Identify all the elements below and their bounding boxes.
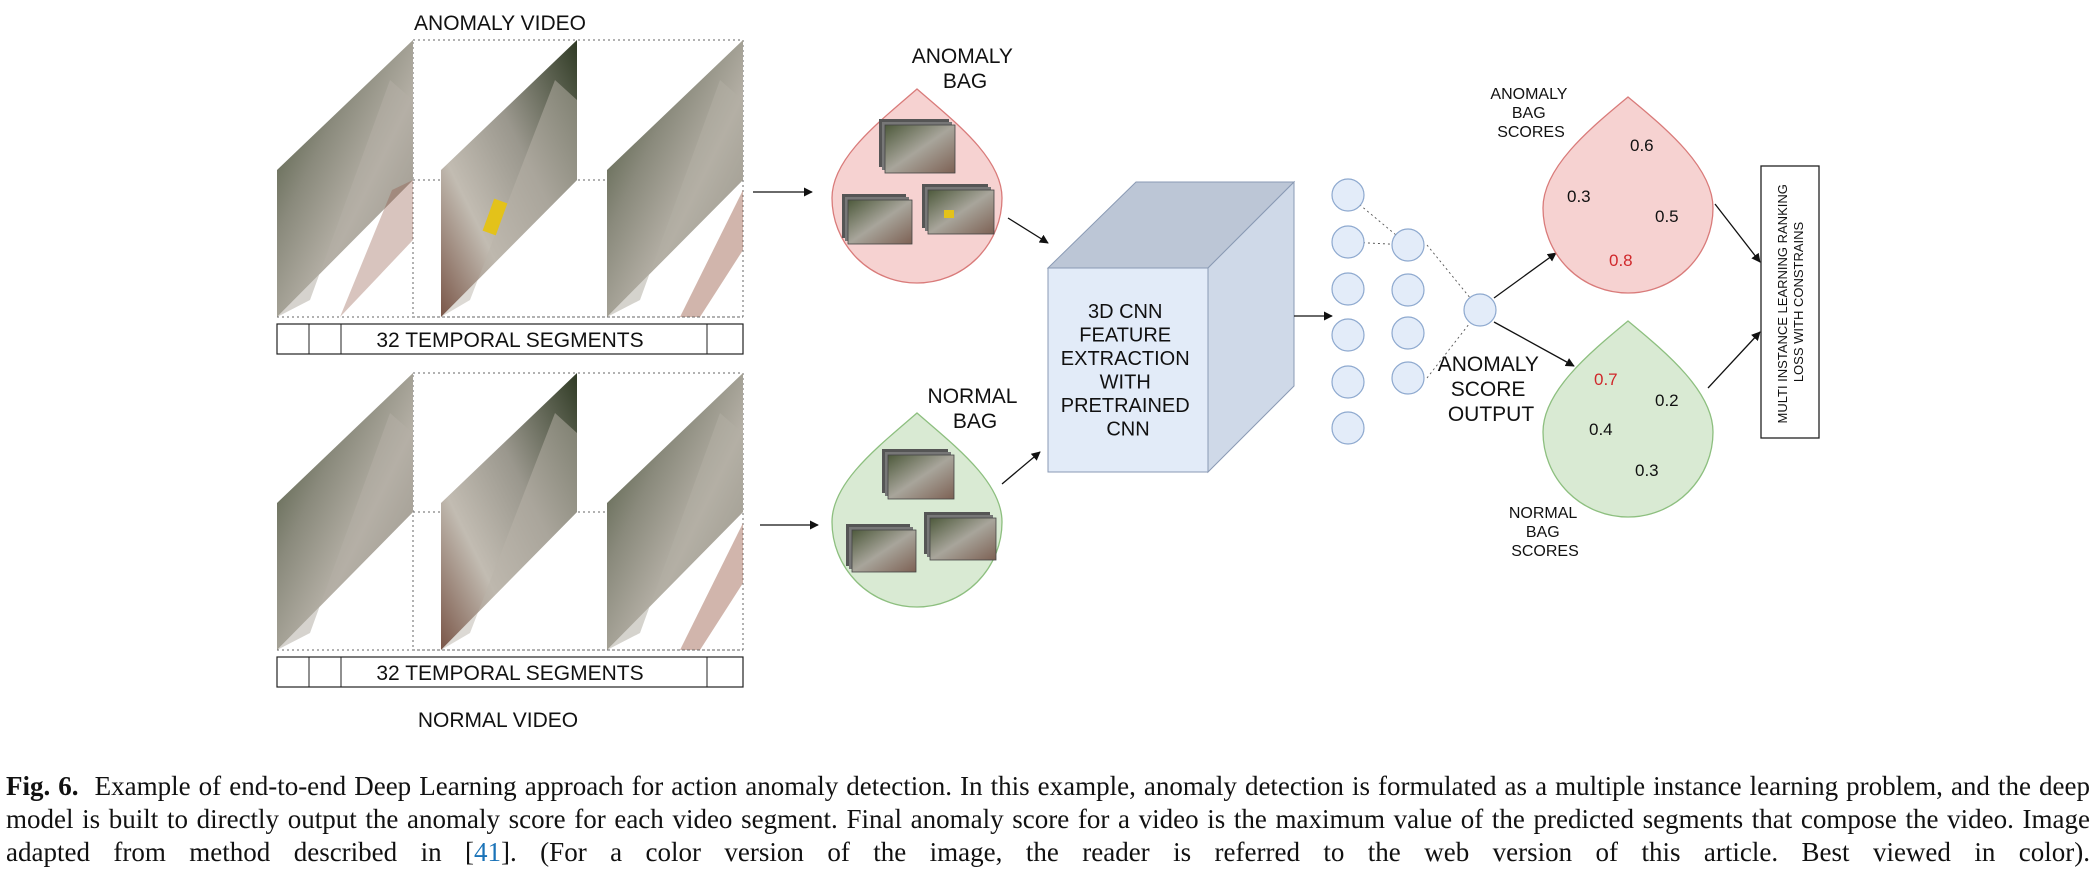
arrow — [1493, 321, 1575, 367]
neuron — [1331, 225, 1365, 259]
arrow — [1001, 451, 1041, 485]
neuron — [1391, 316, 1425, 350]
caption-text-end: ]. (For a color version of the image, th… — [501, 837, 2090, 867]
segments-label: 32 TEMPORAL SEGMENTS — [376, 329, 643, 352]
normal-bag-label-line: BAG — [953, 410, 997, 433]
neuron — [1331, 365, 1365, 399]
normal-bag-label: NORMAL BAG — [928, 385, 1023, 433]
thumbnail — [929, 517, 997, 561]
video-frame — [607, 373, 743, 650]
temporal-segments-bar: 32 TEMPORAL SEGMENTS — [276, 656, 744, 688]
neural-network — [1331, 178, 1497, 445]
normal-scores-title-line: BAG — [1526, 524, 1560, 541]
caption-text: Example of end-to-end Deep Learning appr… — [6, 771, 2090, 867]
loss-box: MULTI INSTANCE LEARNING RANKING LOSS WIT… — [1760, 165, 1820, 439]
arrow — [1493, 252, 1557, 299]
arrow — [1714, 203, 1761, 263]
anomaly-bag-label-line: ANOMALY — [912, 45, 1013, 68]
normal-score-value: 0.4 — [1589, 420, 1613, 439]
video-frame — [277, 373, 413, 650]
neuron — [1391, 228, 1425, 262]
normal-bag-label-line: NORMAL — [928, 385, 1017, 408]
neuron — [1331, 178, 1365, 212]
anomaly-scores-title-line: BAG — [1512, 105, 1546, 122]
video-frame — [441, 373, 577, 650]
cnn-label-line: PRETRAINED — [1061, 395, 1190, 417]
loss-label-line: MULTI INSTANCE LEARNING RANKING — [1775, 184, 1790, 423]
score-output-label-line: OUTPUT — [1448, 403, 1535, 426]
anomaly-bag-label: ANOMALY BAG — [912, 45, 1019, 93]
loss-label: MULTI INSTANCE LEARNING RANKING LOSS WIT… — [1775, 181, 1806, 424]
anomaly-bag-thumbnails — [842, 119, 995, 245]
arrow — [1707, 331, 1761, 389]
normal-bag-drop — [831, 412, 1003, 608]
normal-bag-thumbnails — [846, 449, 997, 573]
score-output-label-line: ANOMALY — [1438, 353, 1539, 376]
thumbnail — [847, 199, 913, 245]
normal-scores-title-line: NORMAL — [1509, 505, 1578, 522]
anomaly-bag-label-line: BAG — [943, 70, 987, 93]
normal-video-label: NORMAL VIDEO — [418, 709, 578, 732]
anomaly-score-value: 0.6 — [1630, 136, 1654, 155]
normal-scores-drop — [1542, 320, 1714, 518]
temporal-segments-bar: 32 TEMPORAL SEGMENTS — [276, 323, 744, 355]
anomaly-scores-drop — [1542, 96, 1714, 294]
anomaly-video-label: ANOMALY VIDEO — [414, 12, 586, 35]
cnn-label-line: FEATURE — [1079, 325, 1171, 347]
video-frame — [441, 40, 577, 317]
anomaly-scores-title-line: ANOMALY — [1490, 86, 1567, 103]
thumbnail — [851, 529, 917, 573]
neuron — [1331, 411, 1365, 445]
cnn-box-front — [1047, 267, 1209, 473]
arrow — [1007, 217, 1049, 244]
citation-link[interactable]: 41 — [474, 837, 502, 867]
loss-label-line: LOSS WITH CONSTRAINS — [1791, 222, 1806, 383]
cnn-label: 3D CNN FEATURE EXTRACTION WITH PRETRAINE… — [1061, 301, 1195, 441]
normal-score-value-max: 0.7 — [1594, 370, 1618, 389]
normal-scores-title-line: SCORES — [1511, 543, 1579, 560]
anomaly-scores-title: ANOMALY BAG SCORES — [1490, 86, 1571, 141]
anomaly-score-value: 0.3 — [1567, 187, 1591, 206]
cnn-box: 3D CNN FEATURE EXTRACTION WITH PRETRAINE… — [1046, 180, 1296, 474]
cnn-label-line: CNN — [1106, 419, 1149, 441]
score-output-label: ANOMALY SCORE OUTPUT — [1438, 353, 1545, 426]
cnn-label-line: WITH — [1100, 372, 1151, 394]
neuron-output — [1463, 293, 1497, 327]
figure-caption: Fig. 6. Example of end-to-end Deep Learn… — [6, 770, 2090, 869]
anomaly-score-value: 0.5 — [1655, 207, 1679, 226]
figure-diagram: ANOMALY VIDEO 32 TEMPORAL SEGMENTS — [276, 12, 1820, 732]
anomaly-score-value-max: 0.8 — [1609, 251, 1633, 270]
caption-figure-number: Fig. 6. — [6, 771, 79, 801]
thumbnail — [884, 124, 956, 174]
anomaly-score-values: 0.6 0.3 0.5 0.8 — [1567, 136, 1679, 270]
video-frame — [607, 40, 743, 317]
thumbnail — [927, 189, 995, 235]
normal-score-value: 0.3 — [1635, 461, 1659, 480]
thumbnail — [887, 454, 955, 500]
cnn-label-line: EXTRACTION — [1061, 348, 1190, 370]
score-output-label-line: SCORE — [1451, 378, 1526, 401]
neuron — [1391, 361, 1425, 395]
neuron — [1331, 318, 1365, 352]
normal-video-frames — [277, 372, 744, 651]
normal-scores-title: NORMAL BAG SCORES — [1509, 505, 1581, 560]
video-frame — [277, 40, 413, 317]
segments-label: 32 TEMPORAL SEGMENTS — [376, 662, 643, 685]
neuron — [1331, 272, 1365, 306]
cnn-label-line: 3D CNN — [1088, 301, 1162, 323]
normal-score-values: 0.7 0.2 0.4 0.3 — [1589, 370, 1679, 480]
normal-score-value: 0.2 — [1655, 391, 1679, 410]
anomaly-scores-title-line: SCORES — [1497, 124, 1565, 141]
neuron — [1391, 273, 1425, 307]
anomaly-video-frames — [277, 39, 744, 318]
